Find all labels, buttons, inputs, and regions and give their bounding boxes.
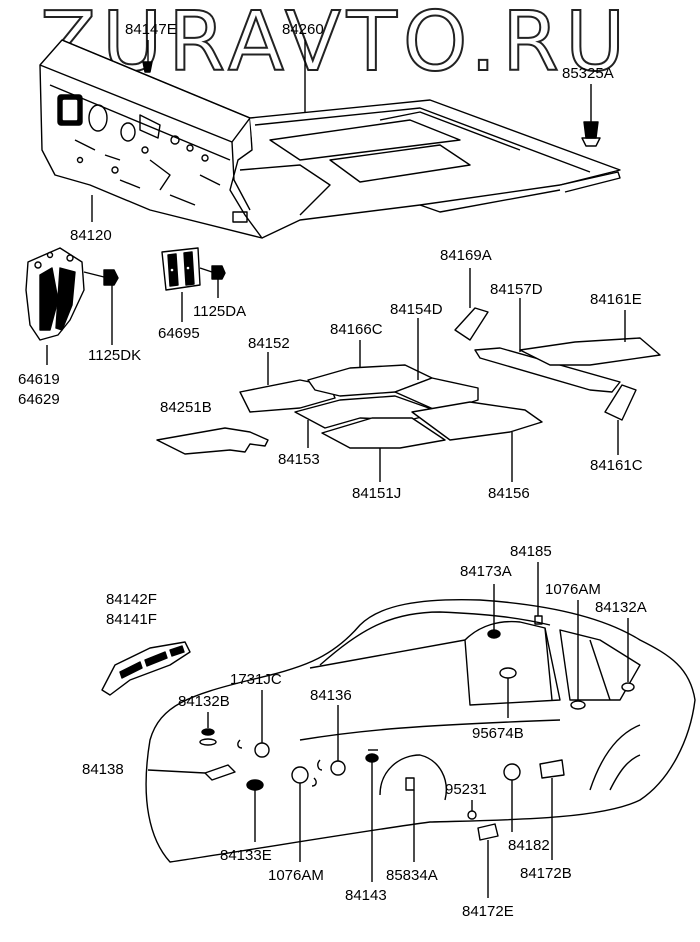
floor-panel-84260 (239, 99, 621, 239)
label-84142F: 84142F (106, 591, 157, 608)
plug-1076AM-bottom (291, 766, 317, 862)
label-84185: 84185 (510, 543, 552, 560)
pad-84251B (156, 427, 269, 455)
label-84169A: 84169A (440, 247, 492, 264)
label-84161E: 84161E (590, 291, 642, 308)
label-64619: 64619 (18, 371, 60, 388)
label-64629: 64629 (18, 391, 60, 408)
label-84152: 84152 (248, 335, 290, 352)
label-84173A: 84173A (460, 563, 512, 580)
plug-85834A (405, 777, 415, 862)
label-1076AM-top: 1076AM (545, 581, 601, 598)
pad-84152 (239, 352, 336, 413)
label-84147E: 84147E (125, 21, 177, 38)
label-84166C: 84166C (330, 321, 383, 338)
label-84120: 84120 (70, 227, 112, 244)
label-84153: 84153 (278, 451, 320, 468)
bracket-64619 (25, 247, 85, 341)
label-84143: 84143 (345, 887, 387, 904)
label-1125DA: 1125DA (193, 303, 247, 320)
plug-84143 (365, 749, 379, 882)
pad-84151J (321, 417, 446, 482)
pad-84172B (539, 759, 565, 860)
label-84132B: 84132B (178, 693, 230, 710)
label-84161C: 84161C (590, 457, 643, 474)
hood-insulator-84142F (101, 641, 191, 696)
plug-1076AM-top (570, 600, 586, 710)
strip-84161C (604, 384, 637, 455)
dash-panel-84120 (39, 39, 263, 239)
label-84141F: 84141F (106, 611, 157, 628)
label-1731JC: 1731JC (230, 671, 282, 688)
label-84132A: 84132A (595, 599, 647, 616)
label-84172B: 84172B (520, 865, 572, 882)
label-85325A: 85325A (562, 65, 614, 82)
plug-84138 (147, 764, 236, 781)
label-84133E: 84133E (220, 847, 272, 864)
plug-84173A (487, 584, 501, 639)
fastener-85325A (581, 84, 601, 147)
bracket-64695 (161, 247, 201, 291)
label-1125DK: 1125DK (88, 347, 142, 364)
pad-84161E (519, 310, 661, 366)
label-1076AM-bottom: 1076AM (268, 867, 324, 884)
plug-84185 (534, 562, 543, 625)
label-84182: 84182 (508, 837, 550, 854)
label-84251B: 84251B (160, 399, 212, 416)
pad-84156 (411, 401, 543, 482)
plug-84182 (503, 763, 521, 832)
label-95674B: 95674B (472, 725, 524, 742)
label-84138: 84138 (82, 761, 124, 778)
label-84151J: 84151J (352, 485, 402, 502)
plug-84132A (621, 618, 635, 692)
plug-1731JC (237, 690, 270, 758)
bolt-1125DA (199, 265, 226, 298)
label-84157D: 84157D (490, 281, 543, 298)
clip-84147E (142, 40, 153, 73)
label-84172E: 84172E (462, 903, 514, 920)
pad-84172E (477, 823, 499, 898)
plug-95674B (499, 667, 517, 718)
label-85834A: 85834A (386, 867, 438, 884)
label-64695: 64695 (158, 325, 200, 342)
plug-84136 (317, 705, 346, 776)
label-84136: 84136 (310, 687, 352, 704)
strip-84169A (454, 268, 489, 341)
plug-84132B (199, 712, 217, 746)
label-84156: 84156 (488, 485, 530, 502)
plug-84133E (246, 779, 264, 842)
bolt-1125DK (83, 269, 119, 345)
label-84260: 84260 (282, 21, 324, 38)
panel-84157D (474, 298, 621, 393)
car-body (145, 598, 696, 863)
plug-95231 (467, 800, 477, 820)
label-84154D: 84154D (390, 301, 443, 318)
label-95231: 95231 (445, 781, 487, 798)
